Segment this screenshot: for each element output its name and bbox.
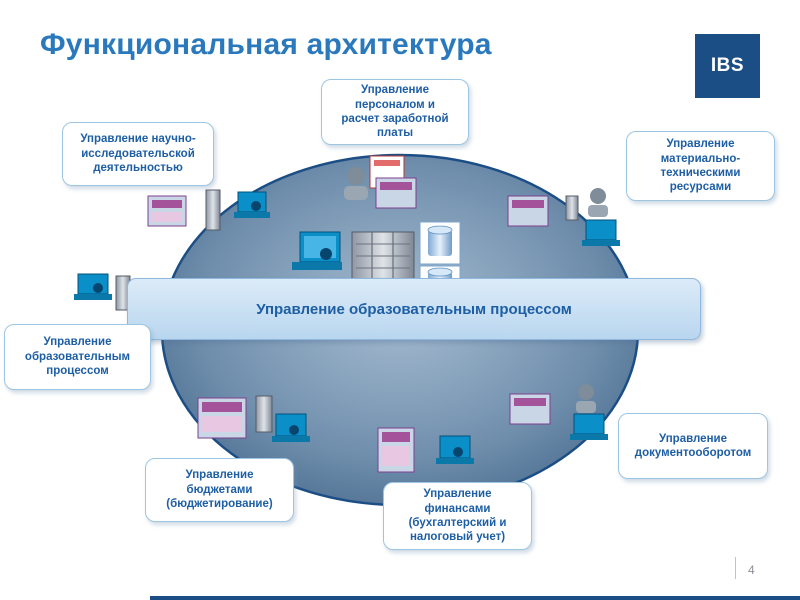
page-title: Функциональная архитектура <box>40 28 492 61</box>
node-top-center <box>344 155 417 209</box>
node-left <box>74 273 131 311</box>
document-icon <box>147 195 187 227</box>
document-icon <box>375 177 417 209</box>
workstation-icon <box>74 273 112 300</box>
footer-bar <box>150 596 800 600</box>
core-process-bar: Управление образовательным процессом <box>127 278 701 340</box>
module-education: Управление образовательным процессом <box>4 324 151 390</box>
server-rack-icon <box>351 231 415 283</box>
user-icon <box>588 188 608 217</box>
module-finance: Управление финансами (бухгалтерский и на… <box>383 482 532 550</box>
server-tower-icon <box>255 395 273 433</box>
workstation-icon <box>570 413 608 440</box>
document-icon <box>509 393 551 425</box>
node-top-right <box>507 188 620 246</box>
server-tower-icon <box>565 195 579 221</box>
module-material-resources: Управление материально- техническими рес… <box>626 131 775 201</box>
node-bottom-left <box>197 395 310 442</box>
document-icon <box>197 397 247 439</box>
workstation-icon <box>272 413 310 442</box>
node-bottom-right <box>509 384 608 440</box>
workstation-icon <box>436 435 474 464</box>
module-research: Управление научно- исследовательской дея… <box>62 122 214 186</box>
module-budget: Управление бюджетами (бюджетирование) <box>145 458 294 522</box>
document-icon <box>507 195 549 227</box>
server-tower-icon <box>205 189 221 231</box>
user-icon <box>576 384 596 413</box>
node-bottom-center <box>377 427 474 473</box>
workstation-icon <box>582 219 620 246</box>
slide-number: 4 <box>748 563 755 577</box>
user-icon <box>344 167 368 200</box>
ibs-logo: IBS <box>695 34 760 98</box>
workstation-icon <box>234 191 270 218</box>
document-icon <box>377 427 415 473</box>
footer-divider <box>735 557 736 579</box>
module-hr-payroll: Управление персоналом и расчет заработно… <box>321 79 469 145</box>
central-workstation-icon <box>292 231 342 270</box>
module-documents: Управление документооборотом <box>618 413 768 479</box>
node-top-left <box>147 189 270 231</box>
